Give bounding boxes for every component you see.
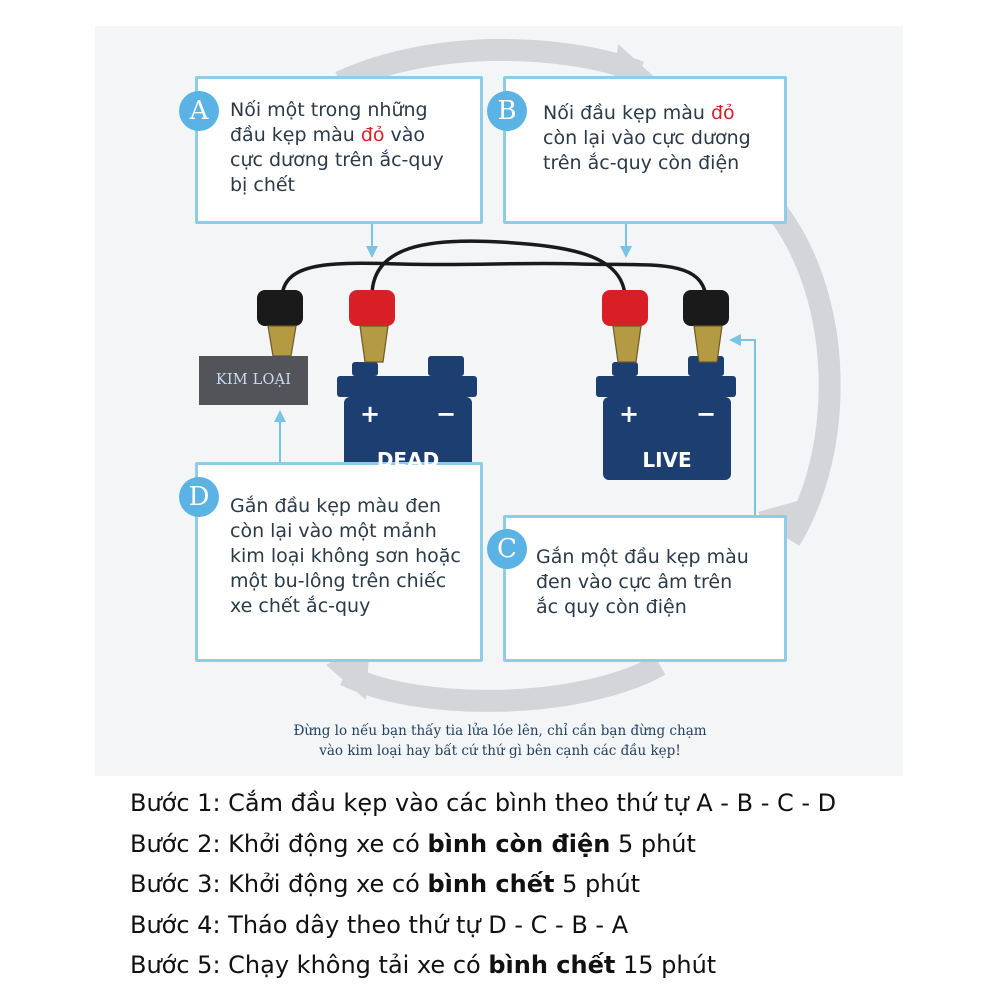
clamp-red-dead [349, 290, 395, 363]
live-plus-sign: + [618, 400, 640, 428]
instruction-list: Bước 1: Cắm đầu kẹp vào các bình theo th… [130, 783, 990, 986]
step-text-fragment: Nối đầu kẹp màu [543, 102, 711, 124]
metal-plate-label: KIM LOẠI [199, 356, 308, 405]
step-text-fragment: xe chết ắc-quy [230, 595, 371, 617]
jumper-cables [280, 239, 708, 297]
battery-live-label: LIVE [642, 448, 692, 472]
step-text-line: trên ắc-quy còn điện [543, 151, 778, 176]
step-text-line: cực dương trên ắc-quy [230, 148, 470, 173]
step-text-line: đen vào cực âm trên [536, 570, 776, 595]
instruction-text: Bước 3: Khởi động xe có [130, 870, 428, 898]
clamp-black-metal [257, 290, 303, 357]
step-text-line: đầu kẹp màu đỏ vào [230, 123, 470, 148]
step-text-line: Nối một trong những [230, 98, 470, 123]
pointer-c [729, 334, 756, 515]
instruction-text: Bước 1: Cắm đầu kẹp vào các bình theo th… [130, 789, 837, 817]
battery-dead-body [337, 356, 477, 480]
step-text-line: xe chết ắc-quy [230, 594, 475, 619]
step-text-fragment: cực dương trên ắc-quy [230, 149, 444, 171]
dead-plus-sign: + [359, 400, 381, 428]
step-badge-b: B [487, 91, 527, 131]
battery-dead-label: DEAD [376, 448, 440, 472]
step-text-fragment: đầu kẹp màu [230, 124, 361, 146]
step-text-line: Gắn một đầu kẹp màu [536, 545, 776, 570]
instruction-text: 5 phút [610, 829, 696, 858]
step-text-line: kim loại không sơn hoặc [230, 544, 475, 569]
pointer-arrows [274, 222, 756, 515]
step-text-fragment: vào [384, 124, 426, 146]
cable-red [370, 239, 627, 297]
dead-minus-sign: − [435, 400, 457, 428]
clamp-black-live [683, 290, 729, 363]
instruction-text: Bước 5: Chạy không tải xe có [130, 951, 489, 979]
step-text-fragment: Gắn một đầu kẹp màu [536, 546, 749, 568]
step-box-c [503, 515, 787, 662]
step-badge-d: D [179, 477, 219, 517]
step-text-d: Gắn đầu kẹp màu đen còn lại vào một mảnh k… [230, 494, 475, 619]
step-text-fragment: trên ắc-quy còn điện [543, 152, 740, 174]
step-box-d [195, 462, 483, 662]
step-box-a [195, 76, 483, 224]
step-text-line: bị chết [230, 173, 470, 198]
step-text-line: còn lại vào một mảnh [230, 519, 475, 544]
battery-live-body [596, 356, 736, 480]
instruction-step: Bước 2: Khởi động xe có bình còn điện 5 … [130, 824, 990, 865]
step-text-fragment: kim loại không sơn hoặc [230, 545, 461, 567]
instruction-step: Bước 4: Tháo dây theo thứ tự D - C - B -… [130, 905, 990, 946]
step-text-line: ắc quy còn điện [536, 595, 776, 620]
instruction-step: Bước 3: Khởi động xe có bình chết 5 phút [130, 864, 990, 905]
cycle-arc-bottom [340, 655, 666, 712]
warning-line: Đừng lo nếu bạn thấy tia lửa lóe lên, ch… [293, 723, 707, 739]
step-highlight-red: đỏ [710, 102, 735, 124]
step-text-fragment: Gắn đầu kẹp màu đen [230, 495, 442, 517]
step-text-fragment: ắc quy còn điện [536, 596, 687, 618]
instruction-text: 15 phút [615, 951, 717, 979]
instruction-step: Bước 5: Chạy không tải xe có bình chết 1… [130, 945, 990, 986]
instruction-emphasis: bình chết [427, 870, 555, 898]
step-text-fragment: đen vào cực âm trên [536, 571, 733, 593]
step-highlight-red: đỏ [360, 124, 385, 146]
step-box-b [503, 76, 787, 224]
step-text-line: còn lại vào cực dương [543, 126, 778, 151]
instruction-text: Bước 2: Khởi động xe có [130, 829, 428, 858]
cycle-arc-top [335, 38, 644, 92]
step-text-fragment: còn lại vào một mảnh [230, 520, 437, 542]
cycle-arrows [335, 38, 841, 712]
instruction-text: 5 phút [554, 870, 641, 898]
step-text-line: Gắn đầu kẹp màu đen [230, 494, 475, 519]
step-text-fragment: một bu-lông trên chiếc [230, 570, 447, 592]
warning-line: vào kim loại hay bất cứ thứ gì bên cạnh … [319, 743, 681, 759]
live-minus-sign: − [695, 400, 717, 428]
step-text-fragment: bị chết [230, 174, 296, 196]
step-text-c: Gắn một đầu kẹp màu đen vào cực âm trên ắc… [536, 545, 776, 620]
instruction-emphasis: bình còn điện [427, 829, 611, 858]
cable-black [280, 261, 708, 297]
instruction-emphasis: bình chết [488, 951, 616, 979]
step-text-fragment: còn lại vào cực dương [543, 127, 751, 149]
clamp-red-live [602, 290, 648, 363]
step-text-fragment: Nối một trong những [230, 99, 428, 121]
step-text-line: một bu-lông trên chiếc [230, 569, 475, 594]
step-text-line: Nối đầu kẹp màu đỏ [543, 101, 778, 126]
cycle-arc-right [767, 203, 841, 546]
instruction-text: Bước 4: Tháo dây theo thứ tự D - C - B -… [130, 910, 629, 939]
step-badge-c: C [487, 529, 527, 569]
spark-warning: Đừng lo nếu bạn thấy tia lửa lóe lên, ch… [100, 721, 900, 761]
step-badge-a: A [179, 91, 219, 131]
instruction-step: Bước 1: Cắm đầu kẹp vào các bình theo th… [130, 783, 990, 824]
